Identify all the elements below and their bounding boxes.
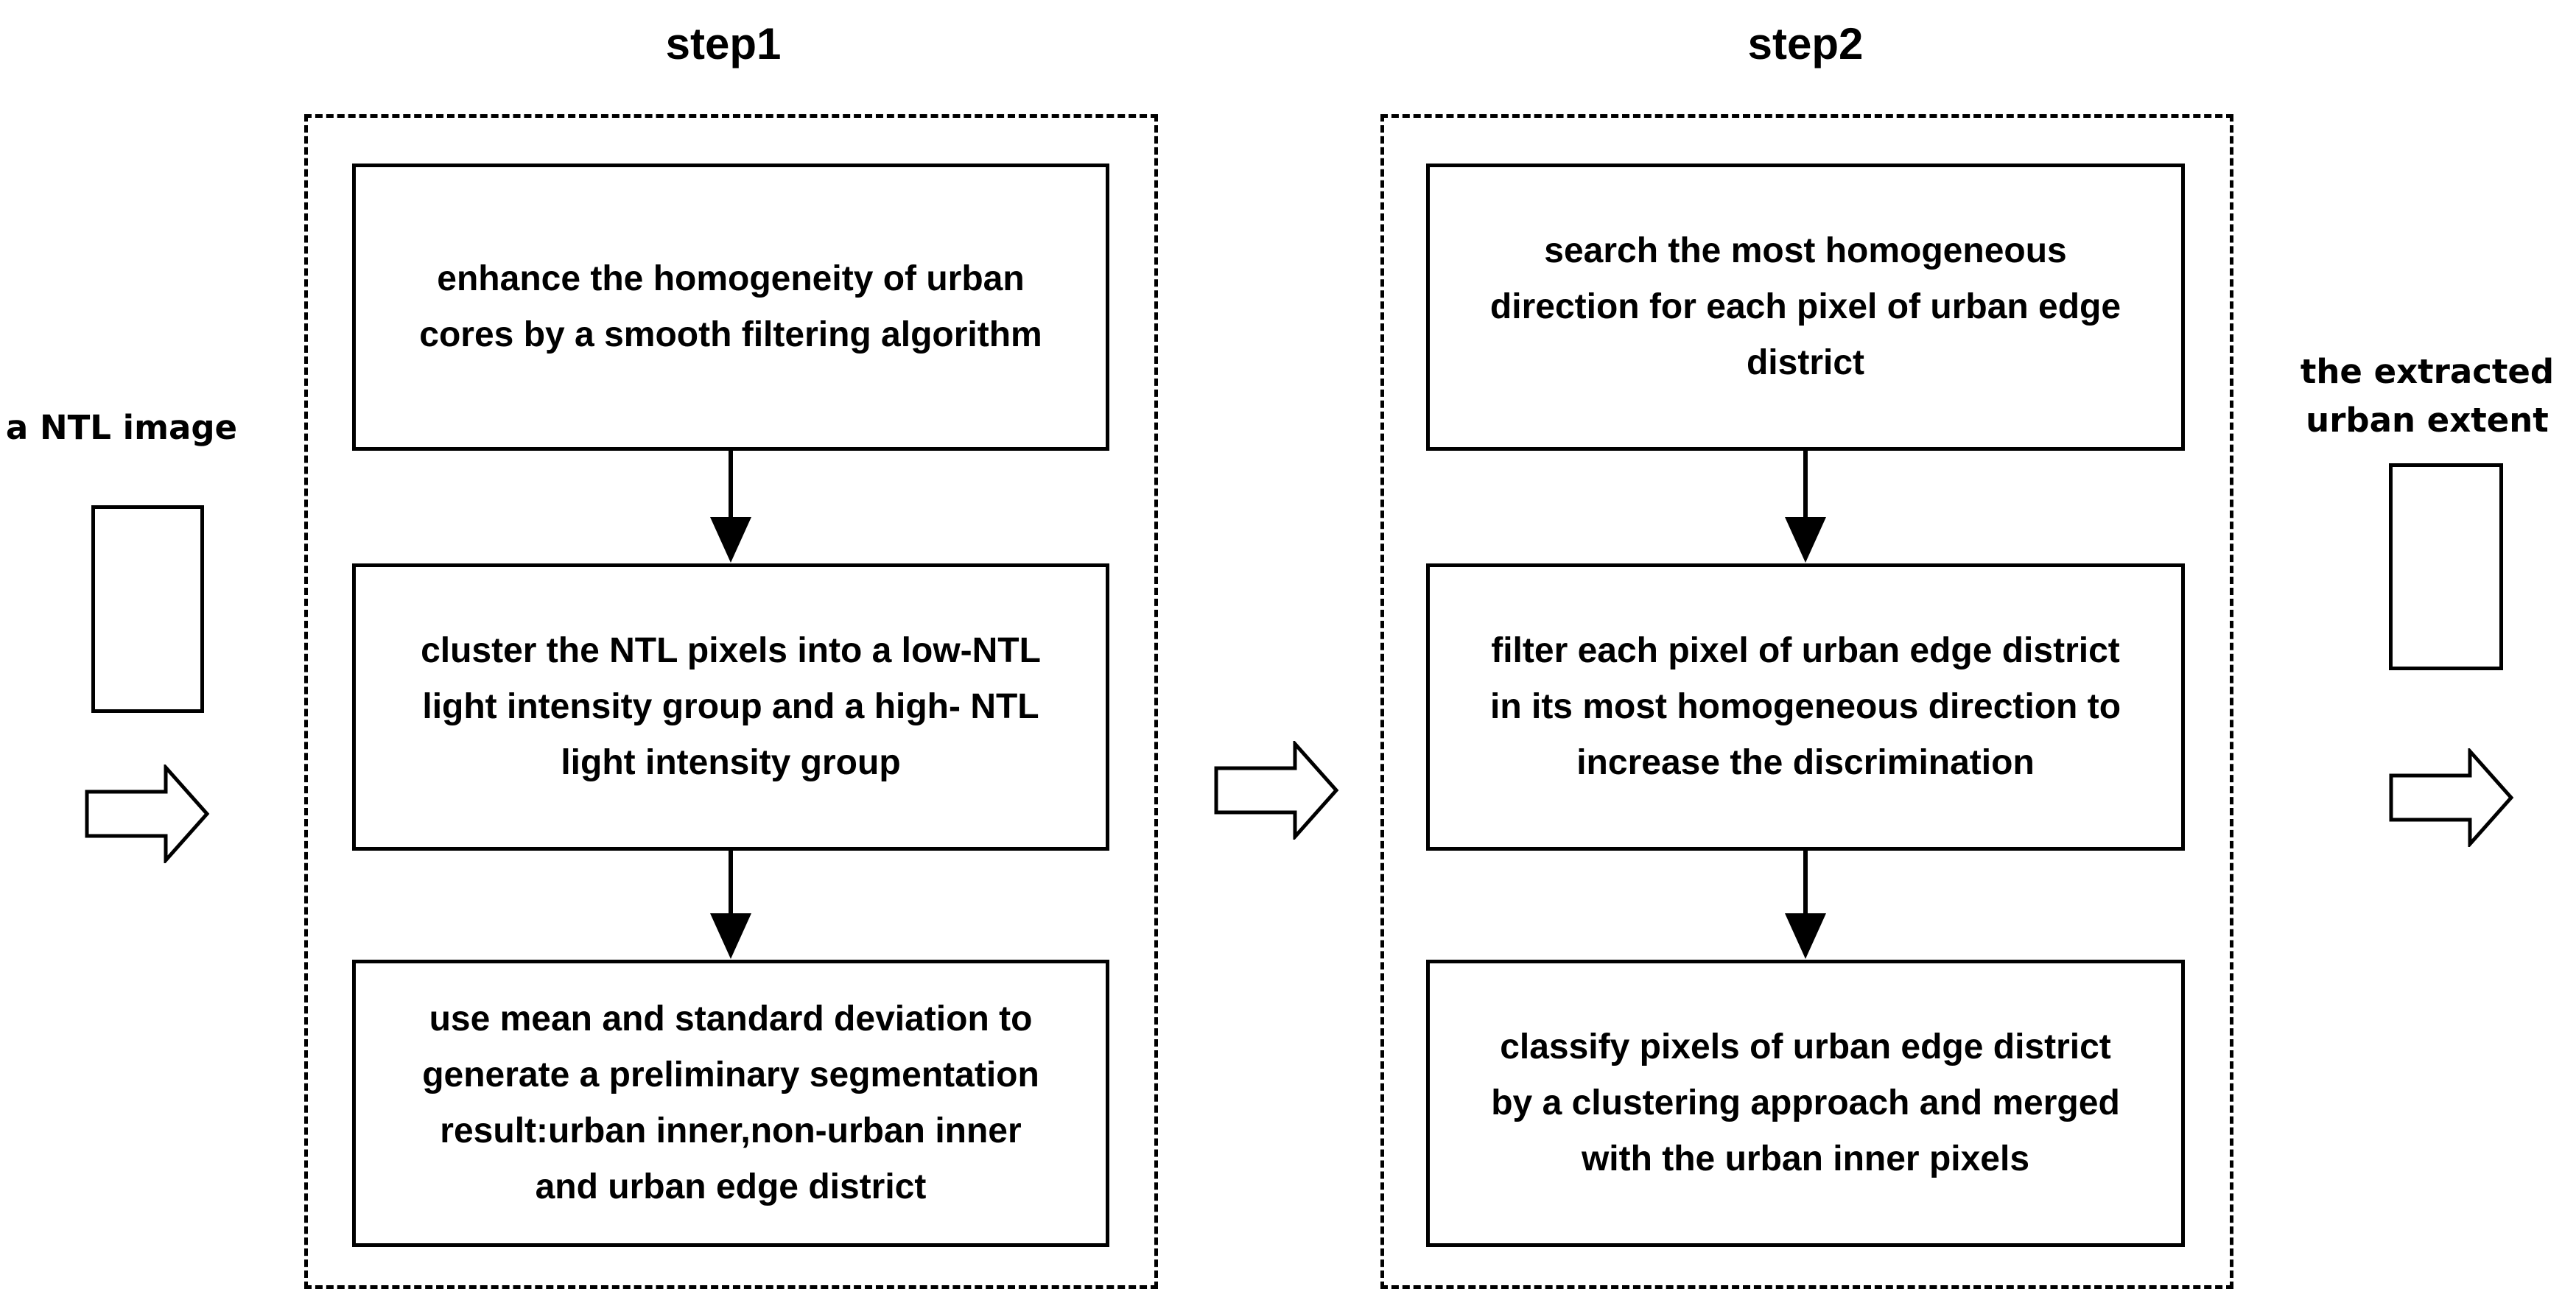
- step1-box-1: enhance the homogeneity of urban cores b…: [352, 164, 1109, 451]
- step2-arrow-down-icon-1: [1785, 451, 1826, 563]
- step1-arrow-down-icon-2: [710, 851, 751, 959]
- step1-box-3: use mean and standard deviation to gener…: [352, 960, 1109, 1247]
- step2-arrow-down-icon-2: [1785, 851, 1826, 959]
- output-image-rect: [2389, 463, 2503, 670]
- step1-group: [304, 114, 1158, 1289]
- input-arrow-right-icon: [85, 765, 210, 863]
- step2-box-1: search the most homogeneous direction fo…: [1426, 164, 2185, 451]
- step2-group: [1380, 114, 2233, 1289]
- step2-title: step2: [1747, 19, 1864, 68]
- input-image-rect: [91, 505, 204, 713]
- step2-box-3: classify pixels of urban edge district b…: [1426, 960, 2185, 1247]
- step1-title: step1: [665, 19, 782, 68]
- output-arrow-right-icon: [2389, 748, 2514, 847]
- input-label: a NTL image: [5, 408, 238, 447]
- output-label: the extracted urban extent: [2300, 352, 2555, 440]
- step2-box-2: filter each pixel of urban edge district…: [1426, 563, 2185, 851]
- step1-box-2: cluster the NTL pixels into a low-NTL li…: [352, 563, 1109, 851]
- step1-to-step2-arrow-right-icon: [1214, 741, 1339, 840]
- step1-arrow-down-icon-1: [710, 451, 751, 563]
